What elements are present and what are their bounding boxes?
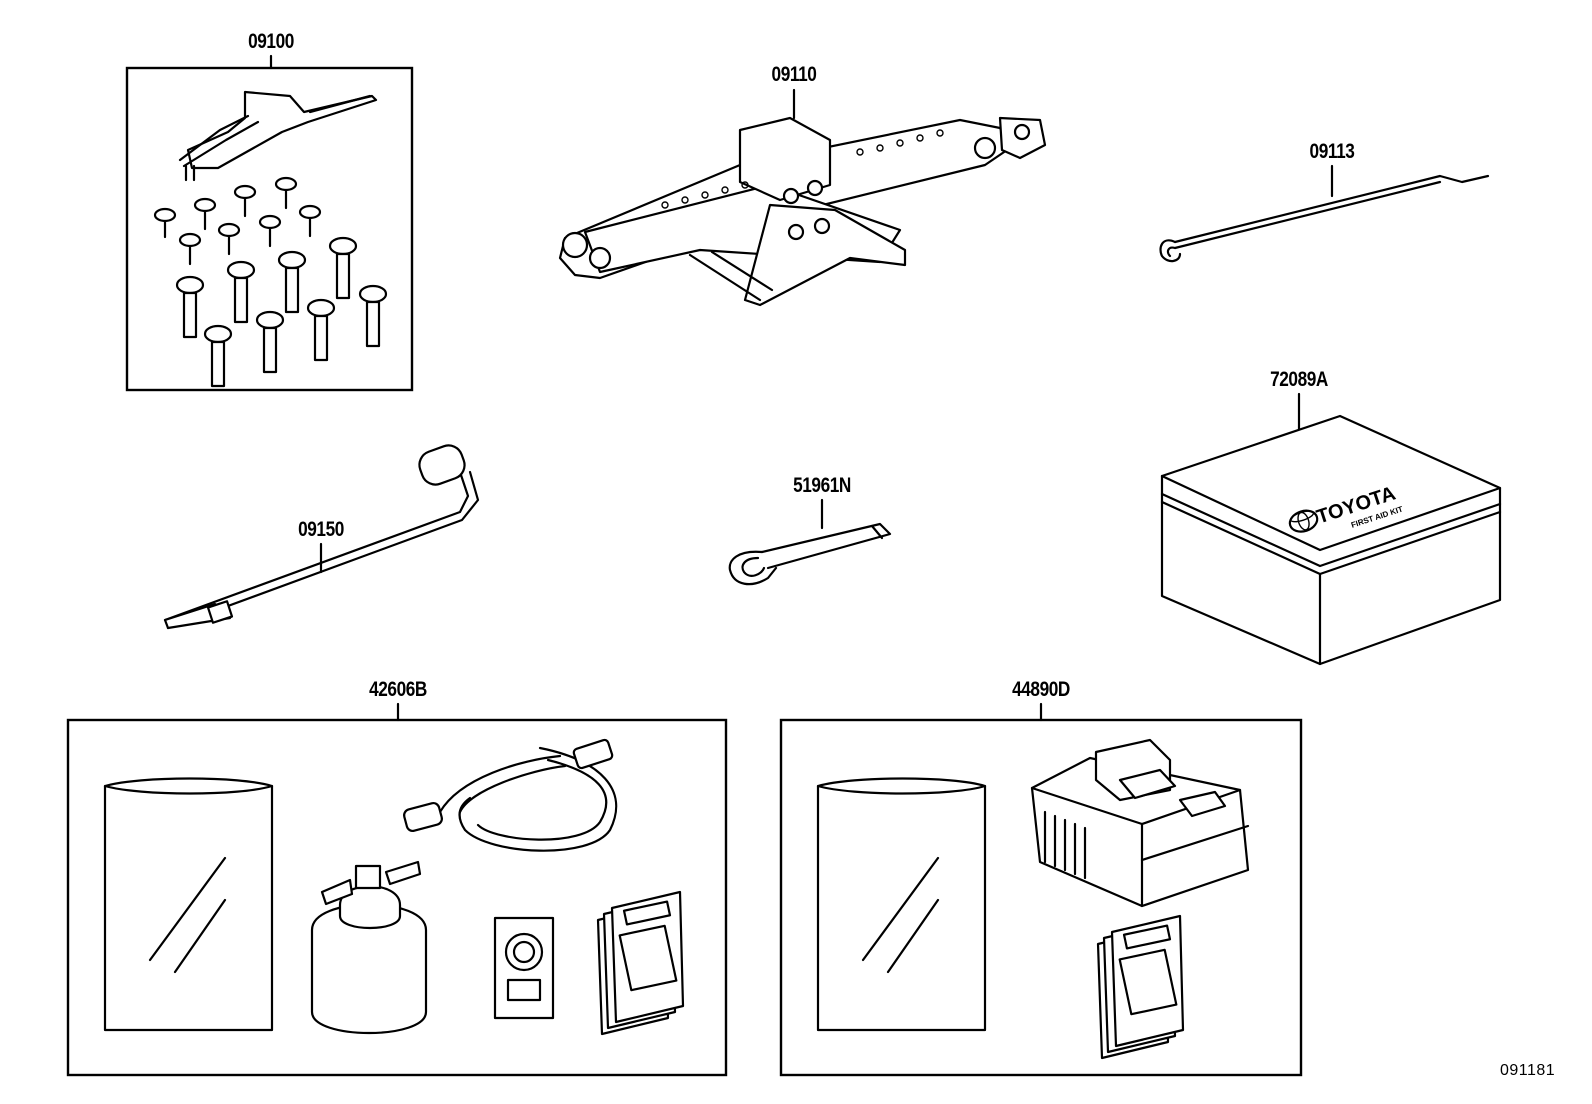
speed-sticker-icon [493, 916, 555, 1020]
part-label-09110: 09110 [771, 63, 817, 86]
toyota-logo-icon [1288, 509, 1319, 533]
jack-handle-icon [1159, 164, 1490, 263]
instruction-manual-icon [596, 890, 685, 1036]
compressor-manual-icon [1096, 914, 1185, 1060]
kit-box-09100 [125, 66, 414, 392]
first-aid-kit-icon [1160, 392, 1502, 666]
part-label-44890D: 44890D [1012, 678, 1070, 701]
part-label-51961N: 51961N [793, 474, 851, 497]
part-label-09100: 09100 [248, 30, 294, 53]
scissor-jack-icon [558, 88, 1047, 307]
compressor-bag-icon [816, 777, 987, 1032]
figure-id: 091181 [1500, 1062, 1556, 1079]
wheel-lock-set-group [125, 54, 414, 392]
part-label-09150: 09150 [298, 518, 344, 541]
part-label-42606B: 42606B [369, 678, 427, 701]
lock-bolt-small-icons [153, 176, 322, 266]
tire-repair-kit-group [66, 702, 728, 1077]
sealant-bottle-icon [310, 860, 428, 1035]
towing-hook-icon [728, 498, 892, 586]
lug-wrench-icon [163, 444, 480, 630]
part-label-72089A: 72089A [1270, 368, 1328, 391]
plastic-bag-icon [103, 777, 274, 1032]
kit-box-44890D [779, 718, 1303, 1077]
air-compressor-icon [1030, 738, 1250, 908]
lock-bolt-long-icons [175, 236, 388, 388]
lock-key-icon [178, 90, 378, 182]
air-hose-icon [403, 738, 618, 852]
jack-arm-holes [661, 129, 944, 209]
kit-box-42606B [66, 718, 728, 1077]
part-label-09113: 09113 [1309, 140, 1355, 163]
compressor-kit-group [779, 702, 1303, 1077]
